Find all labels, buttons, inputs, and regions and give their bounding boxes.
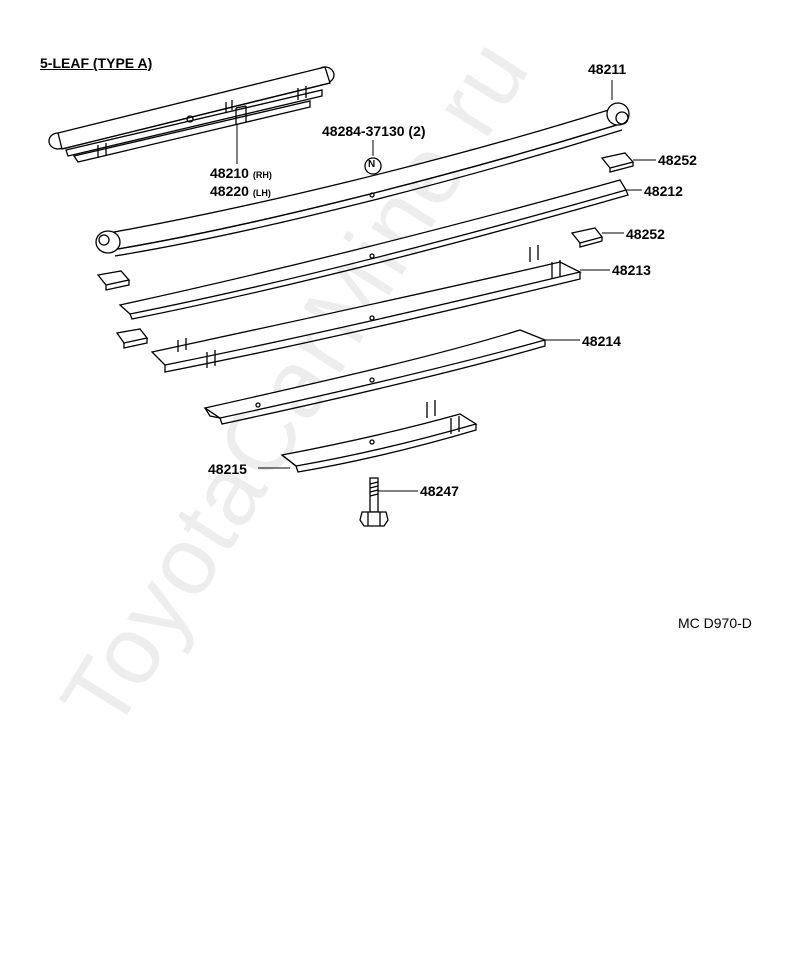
label-48252-b: 48252 [626, 226, 665, 242]
nut-symbol-letter: N [368, 159, 376, 170]
label-48247: 48247 [420, 483, 459, 499]
leaf-48211 [95, 102, 630, 257]
label-48211: 48211 [588, 61, 627, 77]
label-48214: 48214 [582, 333, 621, 349]
insert-48252-b [570, 227, 604, 248]
diagram-title: 5-LEAF (TYPE A) [40, 55, 153, 71]
label-48252-a: 48252 [658, 152, 697, 168]
spring-assembly-thumbnail [48, 66, 335, 163]
leaf-48215 [280, 400, 478, 473]
label-48220: 48220 (LH) [210, 184, 271, 198]
insert-48252-a [600, 152, 635, 173]
label-48212: 48212 [644, 183, 683, 199]
leaf-48212 [118, 179, 629, 320]
label-48210-number: 48210 [210, 165, 249, 181]
label-48213: 48213 [612, 262, 651, 278]
label-48210-side: (RH) [252, 170, 272, 180]
label-48220-side: (LH) [252, 188, 271, 198]
label-48210: 48210 (RH) [210, 166, 272, 180]
label-48220-number: 48220 [210, 183, 249, 199]
label-48215: 48215 [208, 461, 247, 477]
insert-left-lower [115, 328, 149, 349]
label-48284: 48284-37130 (2) [322, 123, 426, 139]
nut-symbol-circle [364, 157, 382, 175]
diagram-code: MC D970-D [678, 615, 752, 631]
insert-left-upper [96, 270, 131, 291]
leaf-48213 [150, 245, 582, 373]
center-bolt-48247 [359, 477, 389, 527]
